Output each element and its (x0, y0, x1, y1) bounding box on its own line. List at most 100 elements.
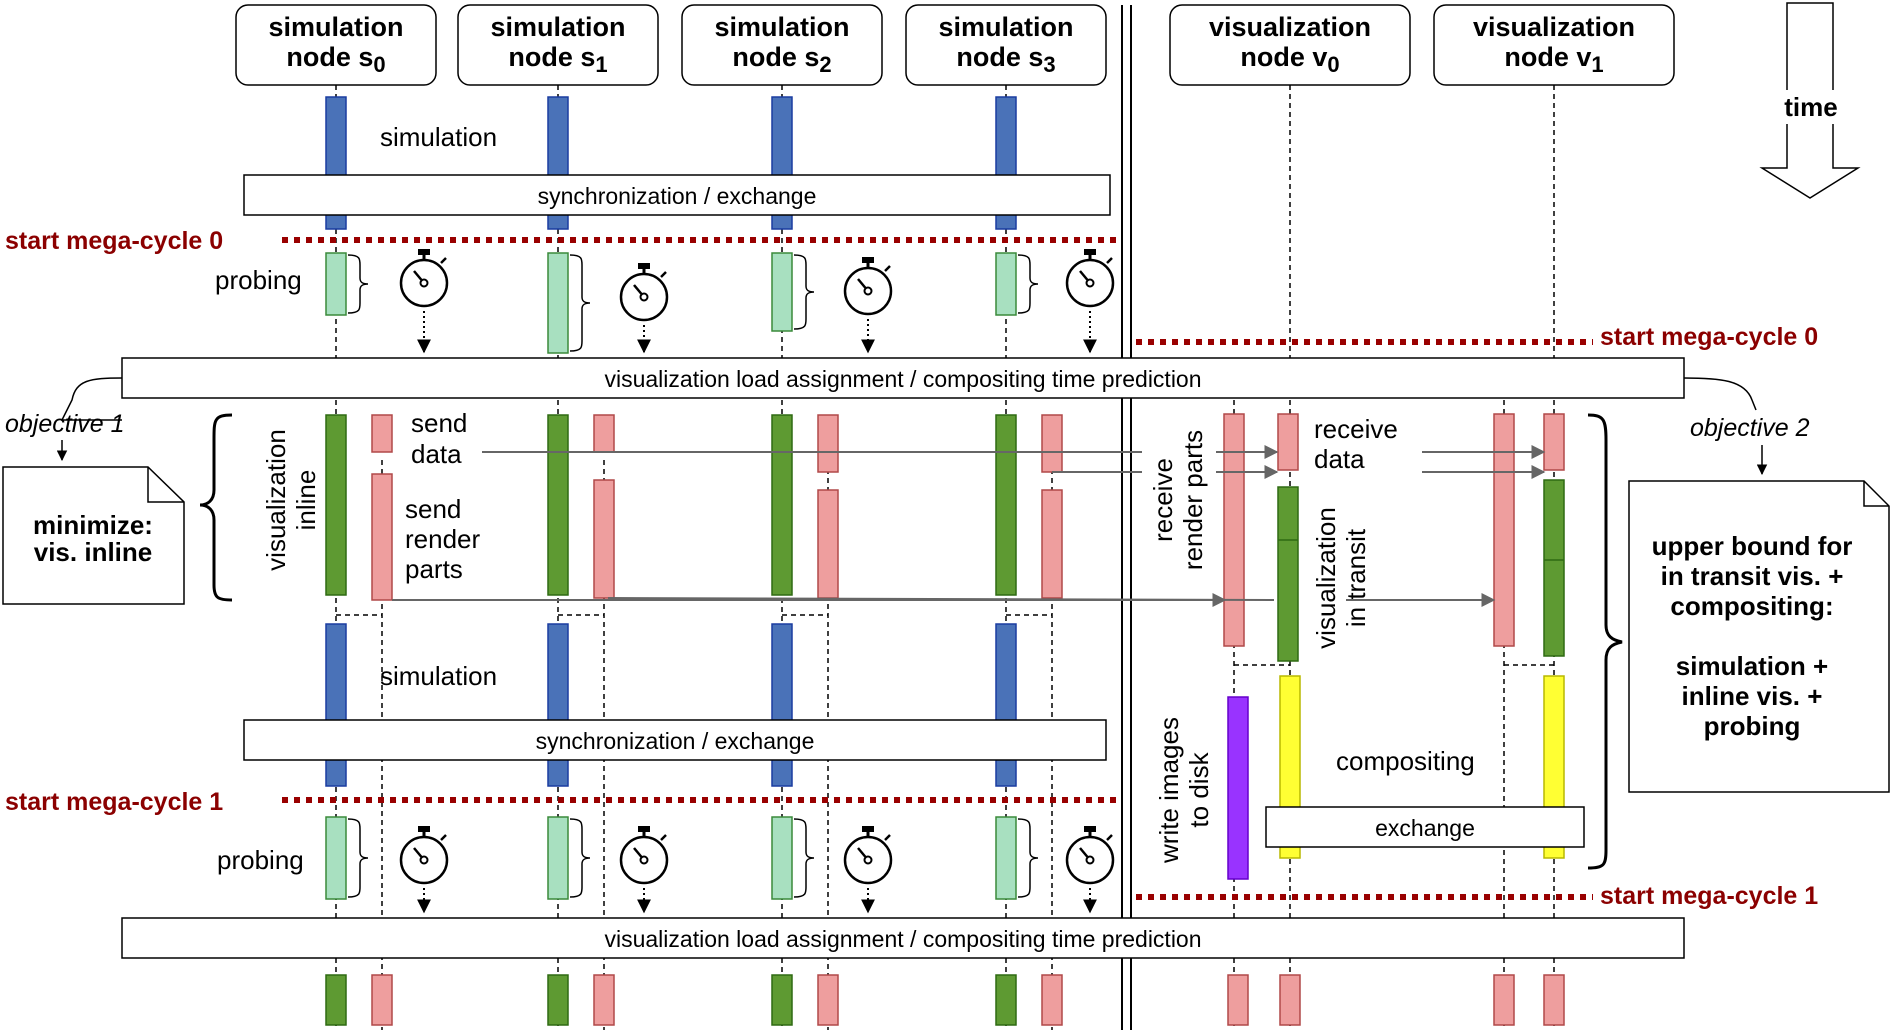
sync-exchange-box-1: synchronization / exchange (243, 174, 1111, 216)
svg-text:write images: write images (1154, 717, 1184, 864)
receive-data-label-1: receive (1314, 414, 1398, 444)
svg-text:synchronization / exchange: synchronization / exchange (536, 728, 815, 754)
vis-inline-bar (771, 414, 793, 596)
probing-label-1: probing (215, 265, 302, 295)
send-bar (593, 974, 615, 1026)
stopwatch-icon (843, 826, 893, 885)
write-disk-bar (1227, 696, 1249, 880)
start-mega-cycle-0-right: start mega-cycle 0 (1600, 323, 1818, 351)
stopwatch-icon (1065, 826, 1115, 885)
stopwatch-icon (619, 263, 669, 322)
probing-label-2: probing (217, 845, 304, 875)
exchange-box: exchange (1265, 806, 1585, 848)
simulation-label-1: simulation (380, 122, 497, 152)
probing-brace (347, 254, 369, 314)
stopwatch-icon (1065, 249, 1115, 308)
svg-text:to disk: to disk (1184, 751, 1214, 827)
probing-brace (1017, 818, 1039, 898)
node-header-sim-1: simulation node s1 (457, 4, 659, 86)
receive-render-parts-label: receive render parts (1148, 430, 1208, 570)
svg-text:compositing:: compositing: (1670, 591, 1833, 621)
svg-text:exchange: exchange (1375, 815, 1475, 841)
send-bar (371, 974, 393, 1026)
send-data-bar (817, 414, 839, 473)
probing-bar (771, 252, 793, 332)
stopwatch-icon (399, 826, 449, 885)
write-images-label: write images to disk (1154, 717, 1214, 864)
recv-bar (1543, 974, 1565, 1026)
send-render-bar (371, 473, 393, 601)
svg-text:simulation: simulation (268, 12, 403, 42)
svg-text:node s0: node s0 (286, 42, 385, 77)
stopwatch-icon (399, 249, 449, 308)
probing-brace (793, 818, 815, 898)
simulation-bar (547, 623, 569, 787)
svg-text:in transit: in transit (1341, 528, 1371, 627)
vis-inline-label: visualization inline (261, 429, 321, 571)
svg-text:node s1: node s1 (508, 42, 607, 77)
vis-transit-bar-v1 (1543, 479, 1565, 657)
recv-bar (1227, 974, 1249, 1026)
svg-text:minimize:: minimize: (33, 510, 153, 540)
node-header-vis-1: visualization node v1 (1433, 4, 1675, 86)
svg-text:visualization: visualization (1209, 12, 1371, 42)
brace-left (199, 413, 233, 602)
svg-text:node v0: node v0 (1240, 42, 1339, 77)
send-data-bar (593, 414, 615, 453)
probing-brace (793, 254, 815, 330)
send-data-bar (1041, 414, 1063, 473)
simulation-bar (325, 623, 347, 787)
svg-text:upper bound for: upper bound for (1652, 531, 1853, 561)
objective-1: objective 1 minimize: vis. inline (2, 377, 185, 605)
brace-right (1587, 413, 1623, 870)
load-assignment-box-2: visualization load assignment / composit… (121, 917, 1685, 959)
start-mega-cycle-0-left: start mega-cycle 0 (5, 227, 223, 255)
svg-text:visualization: visualization (1311, 507, 1341, 649)
vis-inline-bar (547, 414, 569, 596)
compositing-label: compositing (1336, 746, 1475, 776)
objective-2: objective 2 upper bound for in transit v… (1628, 377, 1890, 793)
receive-render-bar-v0 (1223, 413, 1245, 647)
svg-text:render parts: render parts (1178, 430, 1208, 570)
probing-bar (995, 252, 1017, 316)
svg-text:time: time (1784, 92, 1837, 122)
svg-text:simulation: simulation (714, 12, 849, 42)
probing-bar (325, 816, 347, 900)
svg-text:simulation: simulation (938, 12, 1073, 42)
probing-brace (569, 254, 591, 352)
probing-bar (325, 252, 347, 316)
probing-brace (569, 818, 591, 898)
start-mega-cycle-1-left: start mega-cycle 1 (5, 788, 223, 816)
receive-data-bar-v0 (1277, 413, 1299, 471)
vis-inline-bar (325, 974, 347, 1026)
recv-bar (1493, 974, 1515, 1026)
probing-brace (347, 818, 369, 898)
send-render-label-3: parts (405, 554, 463, 584)
stopwatch-icon (843, 257, 893, 316)
svg-text:visualization: visualization (1473, 12, 1635, 42)
probing-brace (1017, 254, 1039, 314)
send-data-label-1: send (411, 408, 467, 438)
recv-bar (1279, 974, 1301, 1026)
send-render-bar (593, 479, 615, 599)
vis-inline-bar (547, 974, 569, 1026)
svg-text:in transit vis. +: in transit vis. + (1661, 561, 1844, 591)
svg-text:node s3: node s3 (956, 42, 1055, 77)
receive-render-bar-v1 (1493, 413, 1515, 647)
svg-text:node s2: node s2 (732, 42, 831, 77)
node-header-vis-0: visualization node v0 (1169, 4, 1411, 86)
svg-text:simulation +: simulation + (1676, 651, 1828, 681)
vis-inline-bar (995, 414, 1017, 596)
svg-text:receive: receive (1148, 458, 1178, 542)
vis-inline-bar (771, 974, 793, 1026)
send-render-bar (817, 489, 839, 599)
send-render-label-1: send (405, 494, 461, 524)
svg-text:visualization: visualization (261, 429, 291, 571)
probing-bar (547, 252, 569, 354)
svg-text:inline: inline (291, 470, 321, 531)
simulation-bar (995, 623, 1017, 787)
svg-text:vis. inline: vis. inline (34, 537, 153, 567)
start-mega-cycle-1-right: start mega-cycle 1 (1600, 882, 1818, 910)
load-assignment-box-1: visualization load assignment / composit… (121, 357, 1685, 399)
